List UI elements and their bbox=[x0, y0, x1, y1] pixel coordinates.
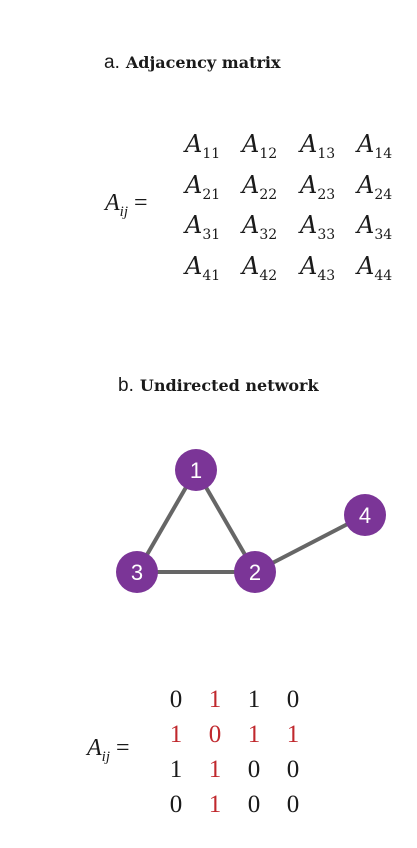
matrix-b-entry: 1 bbox=[247, 721, 261, 748]
matrix-b-entry: 1 bbox=[208, 791, 222, 818]
matrix-b-lhs-sub: ij bbox=[101, 748, 111, 765]
matrix-b-entry: 0 bbox=[169, 791, 183, 818]
matrix-a-lhs-var: A bbox=[105, 190, 120, 216]
matrix-a-entry-sub: 11 bbox=[202, 145, 221, 162]
section-b-title: b. Undirected network bbox=[118, 375, 319, 397]
node-label: 3 bbox=[131, 560, 143, 585]
matrix-b-entry: 1 bbox=[208, 686, 222, 713]
matrix-a-lhs: Aij = bbox=[105, 190, 148, 221]
matrix-a-entry-var: A bbox=[300, 130, 318, 158]
matrix-a-lhs-sub: ij bbox=[119, 203, 129, 220]
matrix-a-entry-sub: 22 bbox=[259, 186, 278, 203]
matrix-b-entry: 0 bbox=[169, 686, 183, 713]
matrix-b-entry: 1 bbox=[169, 721, 183, 748]
matrix-a-entry-sub: 33 bbox=[317, 226, 336, 243]
node-2: 2 bbox=[234, 551, 276, 593]
matrix-a-entry: A22 bbox=[242, 171, 302, 203]
matrix-a-entry: A41 bbox=[185, 252, 245, 284]
matrix-a-entry-sub: 24 bbox=[374, 186, 393, 203]
matrix-a-entry-sub: 43 bbox=[317, 267, 336, 284]
matrix-a-entry: A42 bbox=[242, 252, 302, 284]
matrix-a-entry-var: A bbox=[242, 130, 260, 158]
matrix-a-entry-var: A bbox=[357, 171, 375, 199]
matrix-a-entry: A13 bbox=[300, 130, 360, 162]
matrix-a-entry-var: A bbox=[185, 211, 203, 239]
node-3: 3 bbox=[116, 551, 158, 593]
matrix-a-entry-var: A bbox=[357, 211, 375, 239]
matrix-a-entry: A12 bbox=[242, 130, 302, 162]
node-1: 1 bbox=[175, 449, 217, 491]
matrix-a-entry-var: A bbox=[300, 171, 318, 199]
matrix-a-entry-var: A bbox=[300, 252, 318, 280]
matrix-a-entry-var: A bbox=[242, 211, 260, 239]
matrix-a-entry: A23 bbox=[300, 171, 360, 203]
matrix-a-entry-sub: 21 bbox=[202, 186, 221, 203]
matrix-b-entry: 0 bbox=[208, 721, 222, 748]
matrix-a-entry-sub: 41 bbox=[202, 267, 221, 284]
matrix-a-entry: A34 bbox=[357, 211, 417, 243]
matrix-a-entry-sub: 14 bbox=[374, 145, 393, 162]
matrix-a-entry: A31 bbox=[185, 211, 245, 243]
matrix-a-entry: A44 bbox=[357, 252, 417, 284]
matrix-b-entry: 0 bbox=[247, 756, 261, 783]
matrix-b-lhs-var: A bbox=[87, 735, 102, 761]
section-b-name: Undirected network bbox=[139, 376, 319, 395]
matrix-a-entry-sub: 12 bbox=[259, 145, 278, 162]
node-circle bbox=[344, 494, 386, 536]
matrix-a-entry-sub: 42 bbox=[259, 267, 278, 284]
matrix-b-entry: 0 bbox=[286, 791, 300, 818]
matrix-a-entry-sub: 34 bbox=[374, 226, 393, 243]
section-a-letter: a. bbox=[104, 52, 120, 73]
matrix-a-entry-var: A bbox=[300, 211, 318, 239]
matrix-a-entry: A43 bbox=[300, 252, 360, 284]
matrix-b-lhs: Aij = bbox=[87, 735, 130, 766]
matrix-b-entry: 0 bbox=[247, 791, 261, 818]
node-circle bbox=[175, 449, 217, 491]
matrix-b-entry: 1 bbox=[169, 756, 183, 783]
matrix-a-entry-var: A bbox=[185, 130, 203, 158]
matrix-a-entry: A33 bbox=[300, 211, 360, 243]
section-a-title: a. Adjacency matrix bbox=[104, 52, 281, 74]
matrix-a-entry: A24 bbox=[357, 171, 417, 203]
section-b-letter: b. bbox=[118, 375, 134, 396]
matrix-a-entry: A21 bbox=[185, 171, 245, 203]
matrix-a-entry-sub: 44 bbox=[374, 267, 393, 284]
matrix-a-equals: = bbox=[134, 190, 148, 216]
matrix-a-entry-sub: 23 bbox=[317, 186, 336, 203]
matrix-b-entry: 1 bbox=[286, 721, 300, 748]
network-nodes: 1 2 3 4 bbox=[116, 449, 386, 593]
node-label: 2 bbox=[249, 560, 261, 585]
node-circle bbox=[234, 551, 276, 593]
matrix-a-entry: A11 bbox=[185, 130, 245, 162]
matrix-a-entry: A14 bbox=[357, 130, 417, 162]
node-label: 4 bbox=[359, 503, 371, 528]
node-circle bbox=[116, 551, 158, 593]
matrix-b-entry: 0 bbox=[286, 686, 300, 713]
matrix-a-entry-var: A bbox=[242, 171, 260, 199]
matrix-b-entry: 0 bbox=[286, 756, 300, 783]
section-a-name: Adjacency matrix bbox=[125, 53, 281, 72]
matrix-a-entry-var: A bbox=[357, 130, 375, 158]
matrix-b-equals: = bbox=[116, 735, 130, 761]
node-label: 1 bbox=[190, 458, 202, 483]
matrix-b-entry: 1 bbox=[208, 756, 222, 783]
node-4: 4 bbox=[344, 494, 386, 536]
matrix-a-entry: A32 bbox=[242, 211, 302, 243]
matrix-a-entry-sub: 32 bbox=[259, 226, 278, 243]
matrix-a-entry-var: A bbox=[185, 171, 203, 199]
matrix-a-entry-var: A bbox=[242, 252, 260, 280]
matrix-a-entry-var: A bbox=[357, 252, 375, 280]
matrix-a-entry-var: A bbox=[185, 252, 203, 280]
matrix-a-entry-sub: 31 bbox=[202, 226, 221, 243]
matrix-b-entry: 1 bbox=[247, 686, 261, 713]
matrix-a-entry-sub: 13 bbox=[317, 145, 336, 162]
